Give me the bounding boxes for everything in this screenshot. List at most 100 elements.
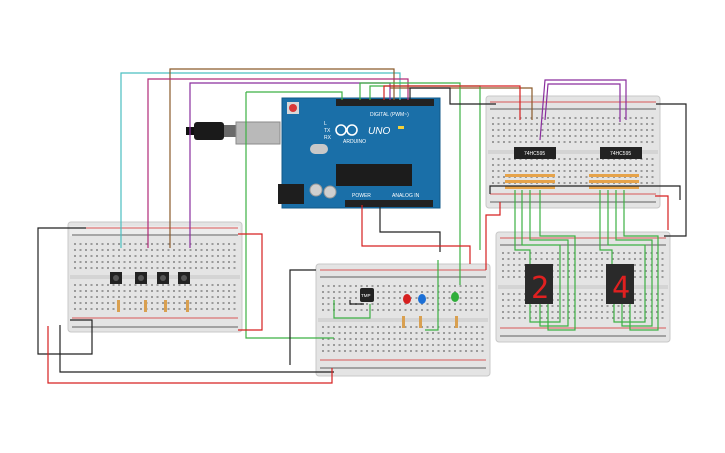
breadboard-hole[interactable] bbox=[421, 309, 423, 311]
breadboard-hole[interactable] bbox=[602, 123, 604, 125]
breadboard-hole[interactable] bbox=[189, 261, 192, 263]
breadboard-hole[interactable] bbox=[211, 249, 214, 251]
breadboard-hole[interactable] bbox=[410, 291, 412, 293]
breadboard-hole[interactable] bbox=[579, 293, 581, 295]
breadboard-hole[interactable] bbox=[322, 338, 324, 340]
breadboard-hole[interactable] bbox=[546, 258, 548, 260]
breadboard-hole[interactable] bbox=[590, 299, 592, 301]
breadboard-hole[interactable] bbox=[634, 276, 636, 278]
breadboard-hole[interactable] bbox=[656, 258, 658, 260]
breadboard-hole[interactable] bbox=[629, 141, 632, 143]
breadboard-hole[interactable] bbox=[585, 141, 588, 143]
breadboard-hole[interactable] bbox=[661, 252, 664, 254]
breadboard-hole[interactable] bbox=[393, 285, 396, 287]
breadboard-hole[interactable] bbox=[333, 332, 335, 334]
breadboard-hole[interactable] bbox=[492, 141, 494, 143]
breadboard-hole[interactable] bbox=[584, 252, 587, 254]
breadboard-hole[interactable] bbox=[206, 308, 208, 310]
breadboard-hole[interactable] bbox=[497, 141, 500, 143]
breadboard-hole[interactable] bbox=[602, 164, 604, 166]
breadboard-hole[interactable] bbox=[211, 290, 214, 292]
breadboard-hole[interactable] bbox=[584, 305, 587, 307]
breadboard-hole[interactable] bbox=[558, 176, 560, 178]
breadboard-hole[interactable] bbox=[525, 123, 527, 125]
breadboard-hole[interactable] bbox=[448, 350, 451, 352]
breadboard-hole[interactable] bbox=[562, 293, 565, 295]
breadboard-hole[interactable] bbox=[338, 291, 341, 293]
breadboard-hole[interactable] bbox=[518, 299, 521, 301]
breadboard-hole[interactable] bbox=[454, 350, 456, 352]
breadboard-hole[interactable] bbox=[530, 164, 533, 166]
breadboard-hole[interactable] bbox=[613, 135, 615, 137]
breadboard-hole[interactable] bbox=[606, 311, 609, 313]
breadboard-hole[interactable] bbox=[145, 243, 148, 245]
breadboard-hole[interactable] bbox=[167, 249, 170, 251]
breadboard-hole[interactable] bbox=[562, 270, 565, 272]
breadboard-hole[interactable] bbox=[85, 255, 87, 257]
breadboard-hole[interactable] bbox=[112, 290, 115, 292]
breadboard-hole[interactable] bbox=[640, 135, 643, 137]
breadboard-hole[interactable] bbox=[432, 326, 434, 328]
breadboard-hole[interactable] bbox=[426, 338, 429, 340]
breadboard-hole[interactable] bbox=[195, 296, 197, 298]
breadboard-hole[interactable] bbox=[618, 141, 621, 143]
breadboard-hole[interactable] bbox=[568, 252, 570, 254]
breadboard-hole[interactable] bbox=[388, 338, 390, 340]
breadboard-hole[interactable] bbox=[366, 285, 368, 287]
breadboard-hole[interactable] bbox=[640, 129, 643, 131]
breadboard-hole[interactable] bbox=[206, 255, 208, 257]
breadboard-hole[interactable] bbox=[189, 290, 192, 292]
breadboard-hole[interactable] bbox=[503, 135, 505, 137]
breadboard-hole[interactable] bbox=[590, 258, 592, 260]
breadboard-hole[interactable] bbox=[562, 252, 565, 254]
breadboard-hole[interactable] bbox=[167, 284, 170, 286]
breadboard-hole[interactable] bbox=[74, 308, 76, 310]
breadboard-hole[interactable] bbox=[322, 285, 324, 287]
breadboard-hole[interactable] bbox=[327, 285, 330, 287]
breadboard-hole[interactable] bbox=[613, 141, 615, 143]
breadboard-hole[interactable] bbox=[476, 350, 478, 352]
breadboard-hole[interactable] bbox=[195, 261, 197, 263]
breadboard-hole[interactable] bbox=[536, 170, 538, 172]
breadboard-hole[interactable] bbox=[96, 308, 98, 310]
breadboard-hole[interactable] bbox=[551, 311, 554, 313]
breadboard-hole[interactable] bbox=[557, 270, 559, 272]
breadboard-hole[interactable] bbox=[470, 297, 473, 299]
breadboard-hole[interactable] bbox=[508, 141, 511, 143]
breadboard-hole[interactable] bbox=[443, 303, 445, 305]
breadboard-hole[interactable] bbox=[465, 309, 467, 311]
breadboard-hole[interactable] bbox=[382, 344, 385, 346]
breadboard-hole[interactable] bbox=[481, 332, 484, 334]
breadboard-hole[interactable] bbox=[371, 285, 374, 287]
breadboard-hole[interactable] bbox=[200, 249, 203, 251]
breadboard-hole[interactable] bbox=[101, 261, 104, 263]
breadboard-hole[interactable] bbox=[519, 164, 522, 166]
breadboard-hole[interactable] bbox=[195, 290, 197, 292]
led-red[interactable] bbox=[403, 294, 411, 304]
breadboard-hole[interactable] bbox=[585, 182, 588, 184]
breadboard-hole[interactable] bbox=[558, 135, 560, 137]
breadboard-hole[interactable] bbox=[656, 270, 658, 272]
breadboard-hole[interactable] bbox=[333, 297, 335, 299]
breadboard-hole[interactable] bbox=[651, 176, 654, 178]
breadboard-hole[interactable] bbox=[107, 308, 109, 310]
breadboard-hole[interactable] bbox=[656, 276, 658, 278]
breadboard-hole[interactable] bbox=[206, 243, 208, 245]
breadboard-hole[interactable] bbox=[617, 311, 620, 313]
breadboard-hole[interactable] bbox=[601, 293, 603, 295]
breadboard-hole[interactable] bbox=[355, 326, 357, 328]
breadboard-hole[interactable] bbox=[454, 285, 456, 287]
breadboard-hole[interactable] bbox=[585, 158, 588, 160]
breadboard-hole[interactable] bbox=[661, 276, 664, 278]
breadboard-hole[interactable] bbox=[200, 308, 203, 310]
breadboard-hole[interactable] bbox=[173, 284, 175, 286]
breadboard-hole[interactable] bbox=[211, 308, 214, 310]
breadboard-hole[interactable] bbox=[107, 261, 109, 263]
breadboard-hole[interactable] bbox=[470, 285, 473, 287]
breadboard-hole[interactable] bbox=[377, 338, 379, 340]
breadboard-hole[interactable] bbox=[448, 338, 451, 340]
breadboard-hole[interactable] bbox=[184, 255, 186, 257]
breadboard-hole[interactable] bbox=[399, 344, 401, 346]
breadboard-hole[interactable] bbox=[382, 285, 385, 287]
breadboard-hole[interactable] bbox=[129, 284, 131, 286]
